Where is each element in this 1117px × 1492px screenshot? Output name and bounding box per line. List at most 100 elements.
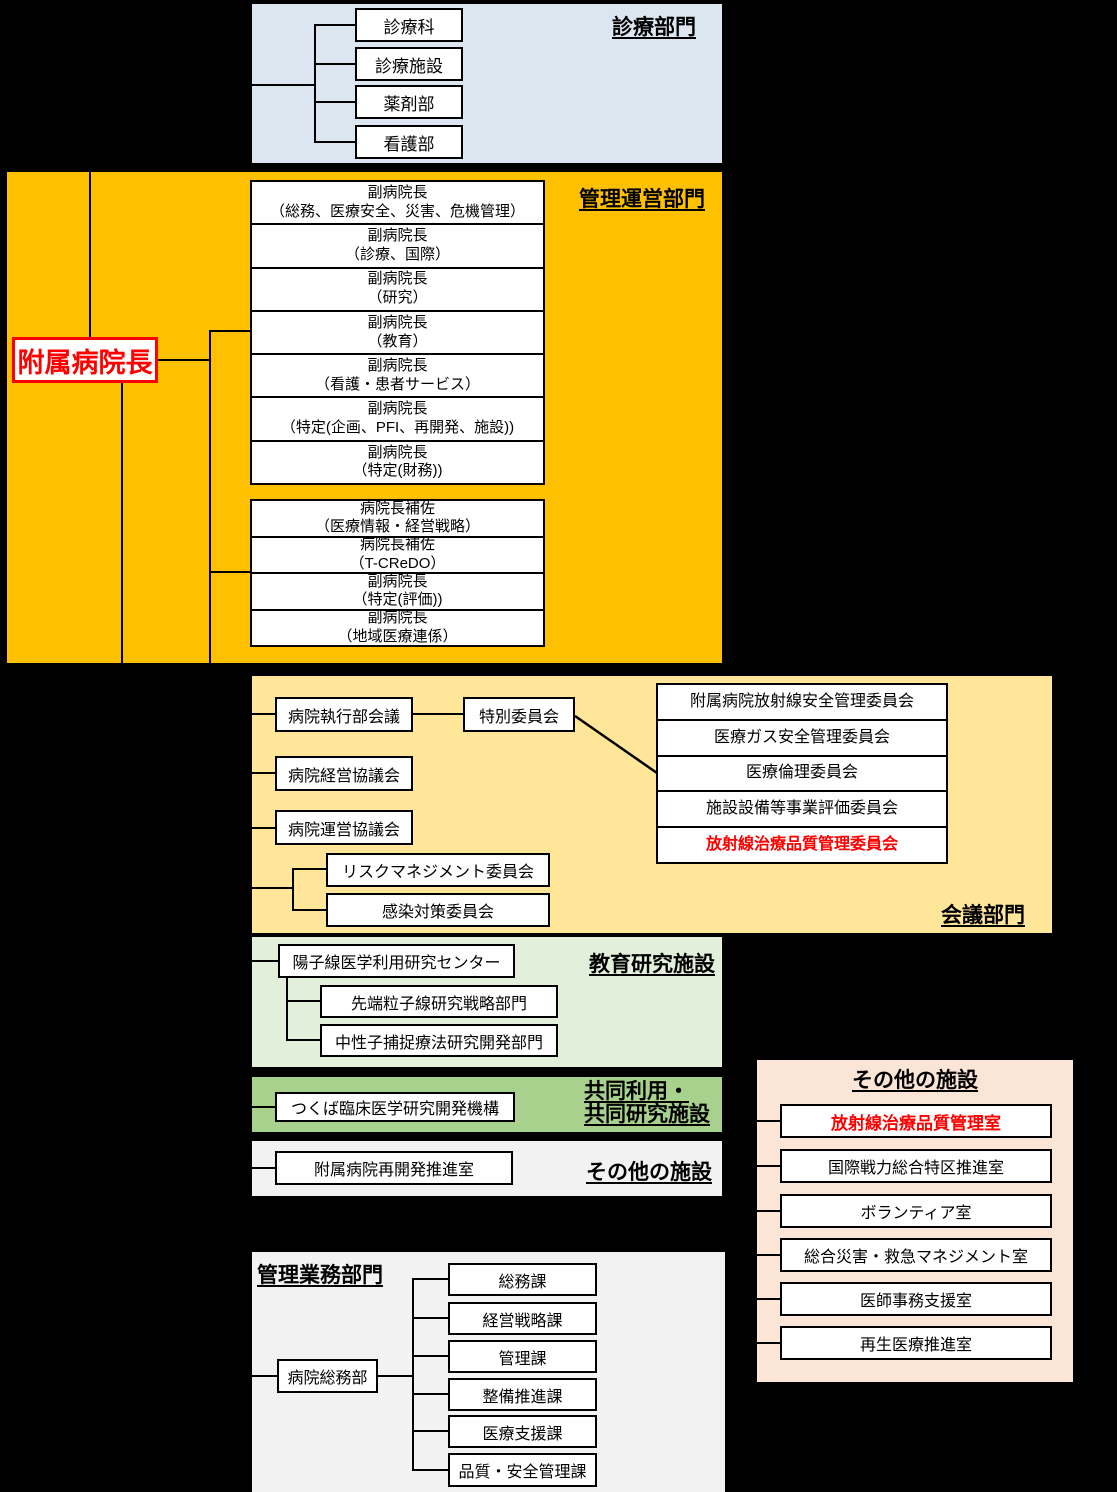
assistant-box: 病院長補佐 （医療情報・経営戦略） (250, 499, 545, 538)
deputy-title: 副病院長 (367, 400, 428, 418)
connector-line (252, 960, 278, 962)
assistant-title: 病院長補佐 (359, 536, 435, 554)
connector-line (412, 1393, 450, 1395)
admin-dept-header: 管理業務部門 (257, 1264, 383, 1287)
connector-line (315, 63, 355, 65)
education-research-header: 教育研究施設 (589, 953, 715, 976)
box-administration-section: 管理課 (448, 1340, 597, 1373)
deputy-scope: （教育） (367, 332, 428, 350)
box-special-committee: 特別委員会 (463, 697, 575, 732)
deputy-director-box: 副病院長 （診療、国際） (250, 223, 545, 269)
assistant-title: 病院長補佐 (359, 499, 435, 517)
box-pharmacy-dept: 薬剤部 (355, 85, 463, 119)
deputy-director-box: 副病院長 （研究） (250, 266, 545, 312)
connector-line (252, 713, 275, 715)
connector-line (292, 909, 326, 911)
joint-research-header-line1: 共同利用・ (584, 1080, 689, 1103)
connector-line (252, 887, 293, 889)
connector-line (286, 1000, 320, 1002)
connector-line (315, 141, 355, 143)
assistant-title: 副病院長 (367, 572, 428, 590)
deputy-title: 副病院長 (367, 183, 428, 201)
committee-box: 施設設備等事業評価委員会 (656, 790, 948, 829)
assistant-scope: （地域医療連係） (337, 628, 458, 646)
box-radiotherapy-quality-office: 放射線治療品質管理室 (780, 1104, 1052, 1138)
box-general-affairs-dept: 病院総務部 (277, 1359, 378, 1393)
council-dept-header: 会議部門 (941, 904, 1025, 927)
section-medical-dept (252, 4, 722, 163)
committee-box: 医療ガス安全管理委員会 (656, 718, 948, 757)
committees-column: 附属病院放射線安全管理委員会 医療ガス安全管理委員会 医療倫理委員会 施設設備等… (656, 683, 948, 864)
connector-line (252, 84, 315, 86)
connector-line (412, 1355, 450, 1357)
box-volunteer-office: ボランティア室 (780, 1194, 1052, 1228)
connector-line (286, 977, 288, 1041)
connector-line (413, 713, 463, 715)
box-proton-medical-center: 陽子線医学利用研究センター (278, 944, 515, 978)
connector-line (412, 1469, 450, 1471)
box-quality-safety-section: 品質・安全管理課 (448, 1453, 597, 1487)
joint-research-header: 共同利用・ 共同研究施設 (584, 1080, 710, 1126)
connector-line (412, 1278, 450, 1280)
box-redevelopment-office: 附属病院再開発推進室 (275, 1151, 513, 1185)
box-clinical-facilities: 診療施設 (355, 47, 463, 81)
deputy-title: 副病院長 (367, 313, 428, 331)
connector-line (286, 1039, 320, 1041)
box-medical-support-section: 医療支援課 (448, 1415, 597, 1448)
deputy-title: 副病院長 (367, 270, 428, 288)
connector-line (252, 1106, 275, 1108)
box-hospital-director: 附属病院長 (12, 337, 158, 383)
box-management-strategy-section: 経営戦略課 (448, 1302, 597, 1335)
other-facilities-right-header: その他の施設 (852, 1069, 978, 1092)
connector-line (412, 1430, 450, 1432)
connector-line (412, 1317, 450, 1319)
deputy-scope: （総務、医療安全、災害、危機管理） (269, 202, 525, 220)
other-facilities-header: その他の施設 (586, 1161, 712, 1184)
box-risk-management-committee: リスクマネジメント委員会 (326, 853, 550, 887)
deputy-title: 副病院長 (367, 443, 428, 461)
connector-line (757, 1120, 780, 1122)
connector-line (315, 24, 355, 26)
connector-line (757, 1254, 780, 1256)
box-management-council: 病院経営協議会 (275, 756, 413, 791)
deputy-director-box: 副病院長 （看護・患者サービス） (250, 353, 545, 399)
deputy-title: 副病院長 (367, 227, 428, 245)
box-tsukuba-clinical-research-org: つくば臨床医学研究開発機構 (275, 1092, 515, 1122)
connector-line (209, 571, 250, 573)
connector-line (252, 1375, 277, 1377)
box-nursing-dept: 看護部 (355, 125, 463, 159)
box-neutron-capture-division: 中性子捕捉療法研究開発部門 (320, 1024, 558, 1057)
connector-line (89, 172, 91, 338)
management-dept-header: 管理運営部門 (579, 188, 705, 211)
box-executive-meeting: 病院執行部会議 (275, 697, 413, 732)
connector-line (157, 359, 211, 361)
deputy-director-box: 副病院長 （特定(企画、PFI、再開発、施設)) (250, 396, 545, 442)
assistant-box: 副病院長 （地域医療連係） (250, 608, 545, 648)
assistant-scope: （特定(評価)) (352, 591, 443, 609)
box-disaster-emergency-management-office: 総合災害・救急マネジメント室 (780, 1238, 1052, 1272)
director-assistants-column: 病院長補佐 （医療情報・経営戦略） 病院長補佐 （T-CReDO） 副病院長 （… (250, 499, 545, 648)
connector-line (412, 1278, 414, 1471)
connector-line (757, 1342, 780, 1344)
deputy-director-box: 副病院長 （総務、医療安全、災害、危機管理） (250, 180, 545, 226)
joint-research-header-line2: 共同研究施設 (584, 1103, 710, 1126)
connector-line (252, 772, 275, 774)
box-general-affairs-section: 総務課 (448, 1263, 597, 1296)
box-clinical-departments: 診療科 (355, 8, 463, 42)
assistant-box: 副病院長 （特定(評価)) (250, 572, 545, 611)
connector-line (292, 868, 294, 911)
assistant-box: 病院長補佐 （T-CReDO） (250, 535, 545, 575)
deputy-scope: （診療、国際） (344, 245, 450, 263)
connector-line (292, 868, 326, 870)
box-international-strategy-zone-office: 国際戦力総合特区推進室 (780, 1149, 1052, 1183)
deputy-director-box: 副病院長 （特定(財務)) (250, 439, 545, 486)
committee-box: 附属病院放射線安全管理委員会 (656, 683, 948, 721)
deputy-scope: （看護・患者サービス） (314, 375, 480, 393)
connector-line (252, 1167, 275, 1169)
deputy-scope: （特定(財務)) (352, 462, 443, 480)
connector-line (757, 1165, 780, 1167)
box-physician-clerical-support-office: 医師事務支援室 (780, 1282, 1052, 1316)
assistant-title: 副病院長 (367, 609, 428, 627)
connector-line (757, 1298, 780, 1300)
